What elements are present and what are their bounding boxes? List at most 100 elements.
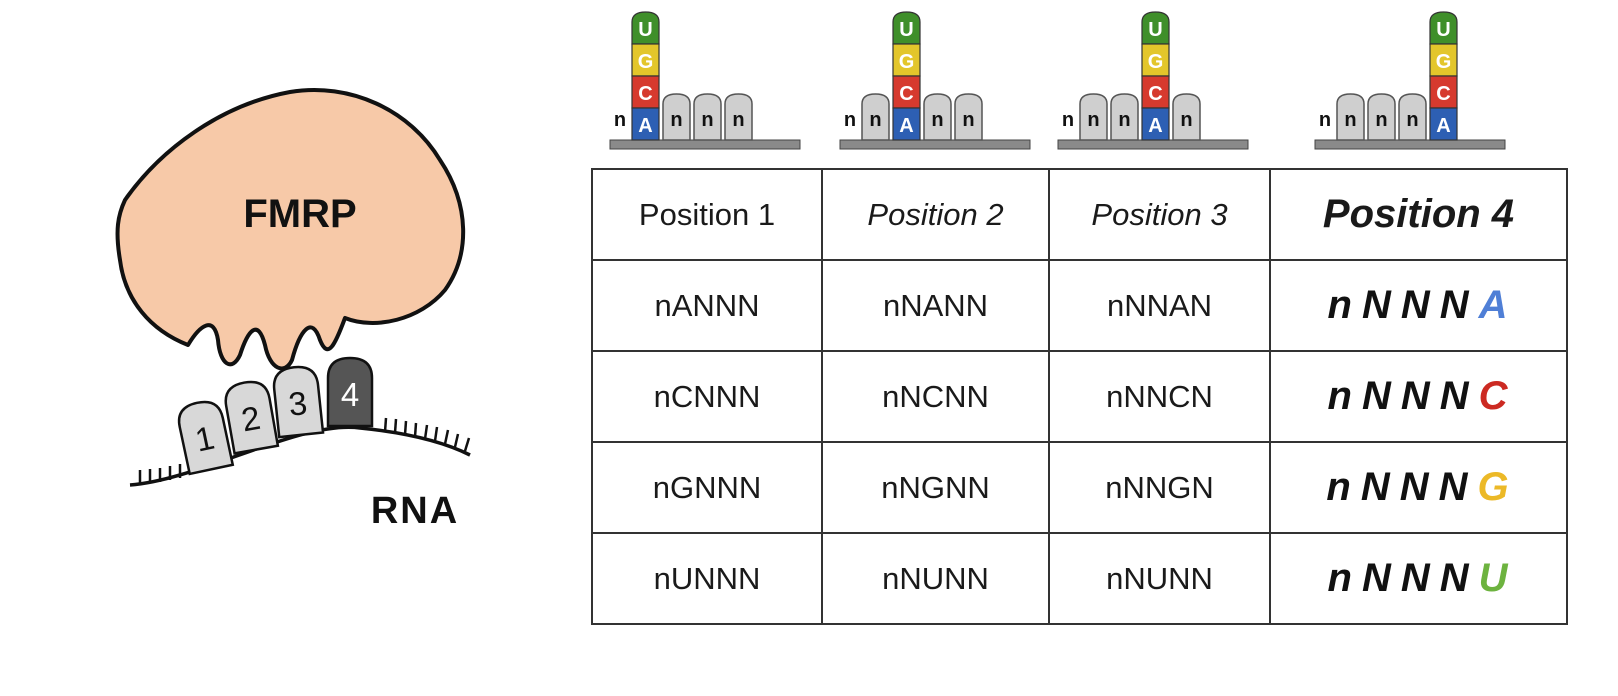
stem-platform — [1057, 139, 1249, 150]
stack-base — [631, 11, 660, 45]
position4-prefix-letter: N — [1439, 556, 1471, 600]
cell-r1-c2: nNANN — [821, 259, 1050, 352]
nucleotide-4: 4 — [326, 356, 374, 428]
stack-base-label: U — [899, 19, 913, 41]
stack-base-label: A — [1436, 115, 1450, 137]
position4-prefix-letter: N — [1400, 556, 1432, 600]
flank-nucleotide-label: n — [1118, 109, 1130, 131]
flank-n-text: n — [1062, 109, 1074, 131]
cell-r2-c1: nCNNN — [591, 350, 823, 443]
position4-prefix-letter: N — [1361, 283, 1393, 327]
flank-nucleotide-label: n — [1406, 109, 1418, 131]
position4-prefix-letter: N — [1438, 465, 1470, 509]
stack-base-label: A — [638, 115, 652, 137]
fmrp-rna-illustration: FMRP 1 2 3 4 RNA — [115, 87, 471, 532]
cell-r3-c3: nNNGN — [1048, 441, 1271, 534]
stack-base-label: U — [638, 19, 652, 41]
flank-nucleotide — [662, 93, 691, 141]
position4-base-letter: A — [1478, 283, 1510, 327]
flank-nucleotide-label: n — [670, 109, 682, 131]
position4-prefix-letter: N — [1400, 374, 1432, 418]
cell-r1-c1: nANNN — [591, 259, 823, 352]
stem-platform — [1314, 139, 1506, 150]
flank-nucleotide — [923, 93, 952, 141]
stack-base — [892, 107, 921, 141]
position4-prefix-letter: n — [1327, 374, 1354, 418]
stack-base — [892, 43, 921, 77]
cell-r3-c2: nNGNN — [821, 441, 1050, 534]
flank-nucleotide-label: n — [962, 109, 974, 131]
stack-base-label: C — [638, 83, 652, 105]
stack-base-label: C — [899, 83, 913, 105]
rna-ticks — [138, 417, 471, 484]
flank-n-text: n — [1319, 109, 1331, 131]
flank-nucleotide-label: n — [869, 109, 881, 131]
position4-prefix-letter: n — [1326, 465, 1353, 509]
stack-base — [1429, 107, 1458, 141]
stack-base — [1429, 11, 1458, 45]
position4-prefix-letter: N — [1360, 465, 1392, 509]
position4-base-letter: C — [1478, 374, 1510, 418]
nucleotide-2: 2 — [224, 380, 280, 455]
flank-nucleotide — [1398, 93, 1427, 141]
position4-prefix-letter: N — [1361, 556, 1393, 600]
position4-prefix-letter: N — [1399, 465, 1431, 509]
flank-nucleotide-label: n — [1180, 109, 1192, 131]
flank-nucleotide — [1079, 93, 1108, 141]
rna-label: RNA — [371, 490, 459, 532]
nucleotide-3: 3 — [272, 365, 325, 439]
header-position-2: Position 2 — [821, 168, 1050, 261]
position4-base-letter: G — [1477, 465, 1511, 509]
fmrp-protein-shape — [115, 87, 466, 371]
stack-base-label: A — [1148, 115, 1162, 137]
cell-r4-c1: nUNNN — [591, 532, 823, 625]
flank-nucleotide-label: n — [1087, 109, 1099, 131]
cell-r1-c3: nNNAN — [1048, 259, 1271, 352]
flank-nucleotide — [954, 93, 983, 141]
nucleotide-3-label: 3 — [287, 384, 309, 423]
flank-nucleotide — [1110, 93, 1139, 141]
header-position-4: Position 4 — [1269, 168, 1568, 261]
position4-prefix-letter: N — [1400, 283, 1432, 327]
stem-platform — [609, 139, 801, 150]
flank-nucleotide-label: n — [1375, 109, 1387, 131]
flank-n-text: n — [844, 109, 856, 131]
fmrp-label: FMRP — [243, 192, 356, 236]
flank-nucleotide — [724, 93, 753, 141]
stack-base-label: U — [1148, 19, 1162, 41]
flank-nucleotide — [693, 93, 722, 141]
flank-nucleotide — [1172, 93, 1201, 141]
header-position-3: Position 3 — [1048, 168, 1271, 261]
position-table: Position 1 Position 2 Position 3 Positio… — [591, 168, 1568, 625]
stack-base-label: A — [899, 115, 913, 137]
stack-base-label: G — [899, 51, 915, 73]
stack-base — [1141, 11, 1170, 45]
flank-nucleotide — [1336, 93, 1365, 141]
cell-r2-c3: nNNCN — [1048, 350, 1271, 443]
stack-base-label: G — [1436, 51, 1452, 73]
cell-r4-c3: nNUNN — [1048, 532, 1271, 625]
cell-r3-c1: nGNNN — [591, 441, 823, 534]
stack-base-label: C — [1148, 83, 1162, 105]
header-position-1: Position 1 — [591, 168, 823, 261]
stem-platform — [839, 139, 1031, 150]
nucleotide-4-label: 4 — [341, 376, 359, 413]
stack-base — [892, 11, 921, 45]
flank-n-text: n — [614, 109, 626, 131]
stack-base-label: U — [1436, 19, 1450, 41]
table-header-row: Position 1 Position 2 Position 3 Positio… — [591, 168, 1568, 261]
stack-base — [631, 107, 660, 141]
flank-nucleotide-label: n — [701, 109, 713, 131]
position4-prefix-letter: n — [1327, 556, 1354, 600]
